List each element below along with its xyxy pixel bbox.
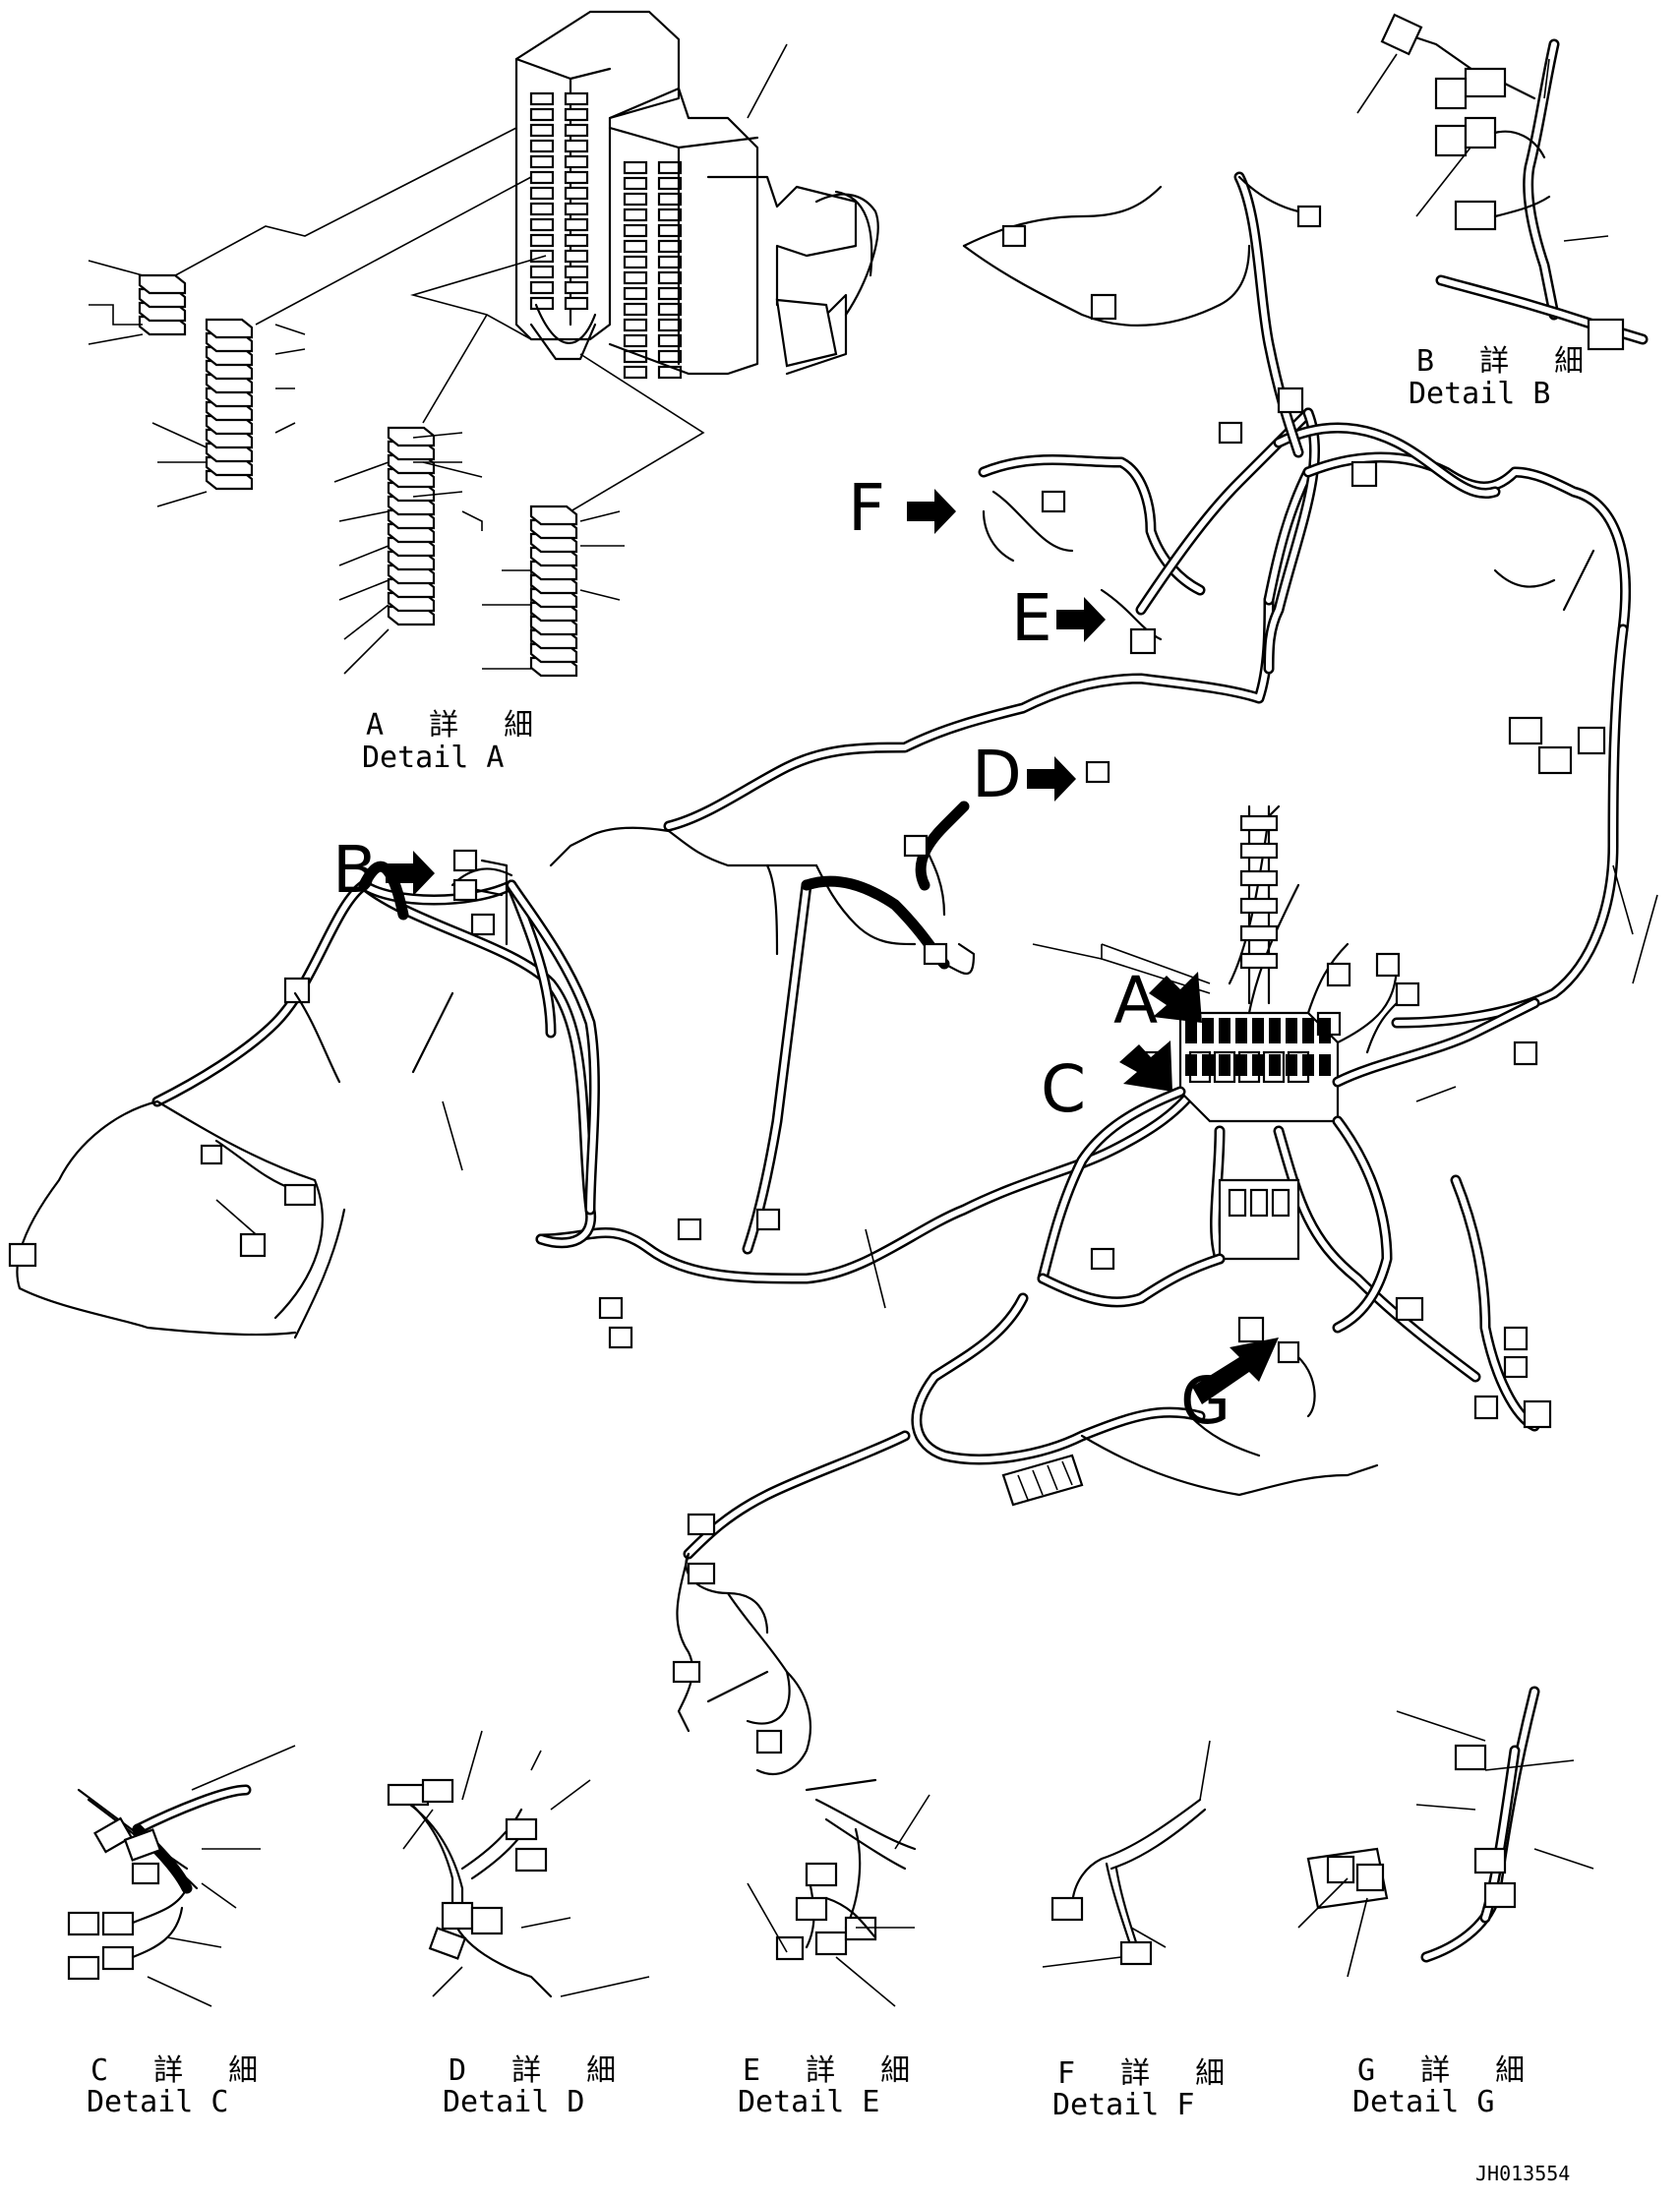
arrow-b: [386, 851, 435, 896]
arrow-c: [1119, 1041, 1172, 1092]
callout-letter-a: A: [1113, 963, 1159, 1039]
arrow-g: [1192, 1338, 1279, 1404]
detail-c-drawing: [67, 1745, 296, 2007]
detail-e-caption-en: Detail E: [738, 2085, 880, 2119]
arrow-e: [1056, 597, 1106, 642]
detail-a-leaders: [156, 43, 788, 512]
detail-a-stack-leaders: [88, 260, 625, 675]
detail-f-caption-en: Detail F: [1052, 2088, 1195, 2122]
detail-e-caption-jp: E 詳 細: [743, 2053, 925, 2088]
callout-letter-f: F: [848, 470, 885, 546]
detail-e-drawing: [747, 1778, 930, 2007]
detail-c-caption-jp: C 詳 細: [90, 2053, 272, 2088]
main-harness: [8, 171, 1658, 1775]
detail-d-caption-en: Detail D: [443, 2085, 585, 2119]
drawing-code: JH013554: [1475, 2162, 1571, 2185]
callout-letter-g: G: [1180, 1363, 1231, 1439]
detail-a-fuse-stacks: [138, 273, 578, 678]
arrow-a: [1149, 972, 1202, 1023]
callout-letter-e: E: [1011, 580, 1052, 656]
detail-f-caption-jp: F 詳 細: [1057, 2056, 1239, 2091]
detail-c-caption-en: Detail C: [87, 2085, 229, 2119]
callout-letter-c: C: [1041, 1051, 1087, 1127]
detail-a-caption-jp: A 詳 細: [366, 708, 548, 743]
detail-d-caption-jp: D 詳 細: [449, 2053, 630, 2088]
detail-b-caption-en: Detail B: [1409, 377, 1551, 411]
detail-d-drawing: [387, 1730, 650, 1998]
detail-b-caption-jp: B 詳 細: [1416, 344, 1598, 379]
detail-b-drawing: [1356, 13, 1649, 351]
detail-f-drawing: [1042, 1740, 1211, 1968]
detail-g-caption-jp: G 詳 細: [1357, 2053, 1539, 2088]
callout-arrows: [386, 489, 1279, 1404]
callout-letter-b: B: [332, 832, 378, 908]
detail-a-caption-en: Detail A: [362, 741, 505, 775]
detail-g-drawing: [1297, 1686, 1594, 1978]
callout-letter-d: D: [972, 737, 1022, 812]
detail-g-caption-en: Detail G: [1352, 2085, 1495, 2119]
fuse-box-assembly: [514, 10, 879, 380]
arrow-f: [907, 489, 956, 534]
arrow-d: [1027, 756, 1076, 802]
